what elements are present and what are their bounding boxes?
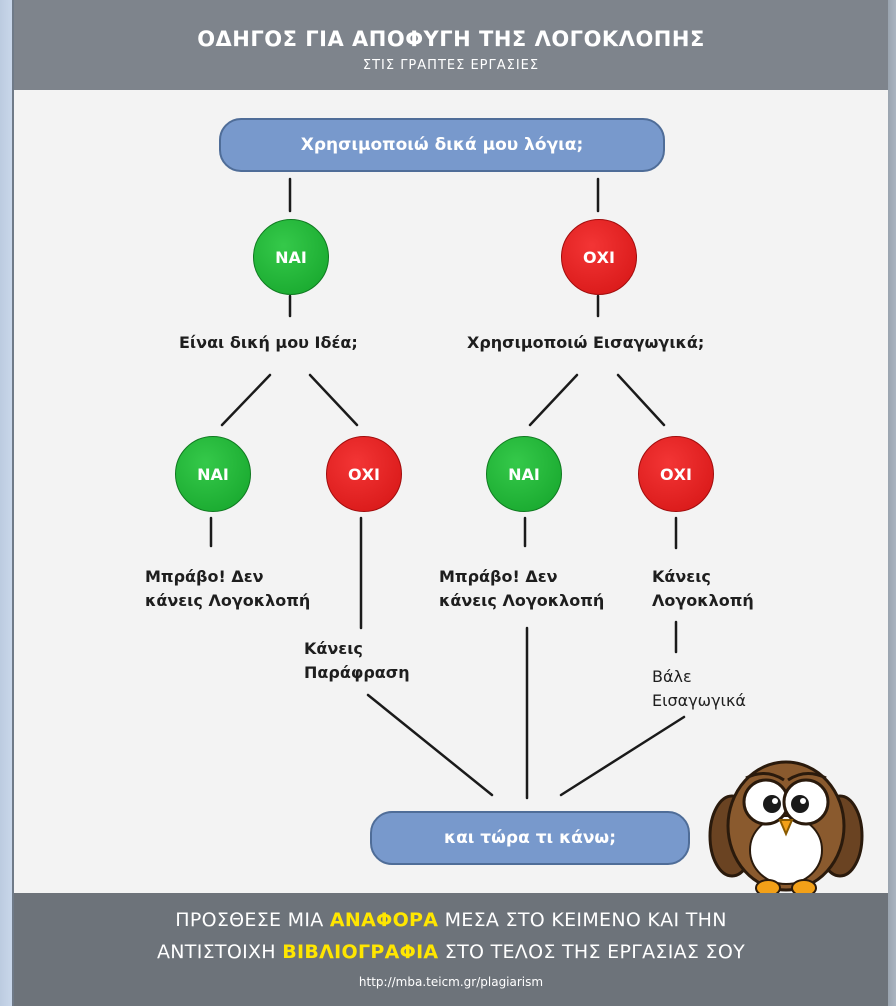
line-quotes-end	[559, 715, 686, 797]
highlight-reference: ΑΝΑΦΟΡΑ	[329, 909, 439, 931]
no-circle-idea: ΟΧΙ	[326, 436, 402, 512]
page-title: ΟΔΗΓΟΣ ΓΙΑ ΑΠΟΦΥΓΗ ΤΗΣ ΛΟΓΟΚΛΟΠΗΣ	[197, 27, 705, 51]
line-paraphrase-end	[366, 693, 494, 797]
no-circle-quotes: ΟΧΙ	[638, 436, 714, 512]
yes-circle-idea: ΝΑΙ	[175, 436, 251, 512]
footer-line-2: ΑΝΤΙΣΤΟΙΧΗ ΒΙΒΛΙΟΓΡΑΦΙΑ ΣΤΟ ΤΕΛΟΣ ΤΗΣ ΕΡ…	[156, 941, 746, 963]
yes-circle-quotes: ΝΑΙ	[486, 436, 562, 512]
line-idea-no	[308, 373, 359, 427]
question-own-idea: Είναι δική μου Ιδέα;	[179, 333, 358, 352]
outcome-bravo-left: Μπράβο! Δεν κάνεις Λογοκλοπή	[145, 567, 311, 610]
start-question-box: Χρησιμοποιώ δικά μου λόγια;	[219, 118, 665, 172]
line-idea-yes	[220, 373, 272, 427]
line-quotes-yes	[528, 373, 579, 427]
highlight-bibliography: ΒΙΒΛΙΟΓΡΑΦΙΑ	[282, 941, 439, 963]
footer-line-1: ΠΡΟΣΘΕΣΕ ΜΙΑ ΑΝΑΦΟΡΑ ΜΕΣΑ ΣΤΟ ΚΕΙΜΕΝΟ ΚΑ…	[175, 909, 727, 931]
yes-circle-level1: ΝΑΙ	[253, 219, 329, 295]
infographic-card: ΟΔΗΓΟΣ ΓΙΑ ΑΠΟΦΥΓΗ ΤΗΣ ΛΟΓΟΚΛΟΠΗΣ ΣΤΙΣ Γ…	[14, 0, 888, 1006]
source-url: http://mba.teicm.gr/plagiarism	[358, 975, 544, 989]
page-subtitle: ΣΤΙΣ ΓΡΑΠΤΕΣ ΕΡΓΑΣΙΕΣ	[362, 58, 540, 73]
end-question-box: και τώρα τι κάνω;	[370, 811, 690, 865]
owl-icon	[708, 760, 864, 897]
header-band: ΟΔΗΓΟΣ ΓΙΑ ΑΠΟΦΥΓΗ ΤΗΣ ΛΟΓΟΚΛΟΠΗΣ ΣΤΙΣ Γ…	[14, 0, 888, 90]
outcome-bravo-right: Μπράβο! Δεν κάνεις Λογοκλοπή	[439, 567, 605, 610]
footer-band: ΠΡΟΣΘΕΣΕ ΜΙΑ ΑΝΑΦΟΡΑ ΜΕΣΑ ΣΤΟ ΚΕΙΜΕΝΟ ΚΑ…	[14, 893, 888, 1006]
outcome-plagiarism: Κάνεις Λογοκλοπή	[652, 567, 754, 610]
connector-lines	[209, 177, 686, 800]
no-circle-level1: ΟΧΙ	[561, 219, 637, 295]
line-quotes-no	[616, 373, 666, 427]
outcome-paraphrase: Κάνεις Παράφραση	[304, 639, 410, 682]
question-use-quotes: Χρησιμοποιώ Εισαγωγικά;	[467, 333, 705, 352]
outcome-put-quotes: Βάλε Εισαγωγικά	[652, 667, 746, 710]
